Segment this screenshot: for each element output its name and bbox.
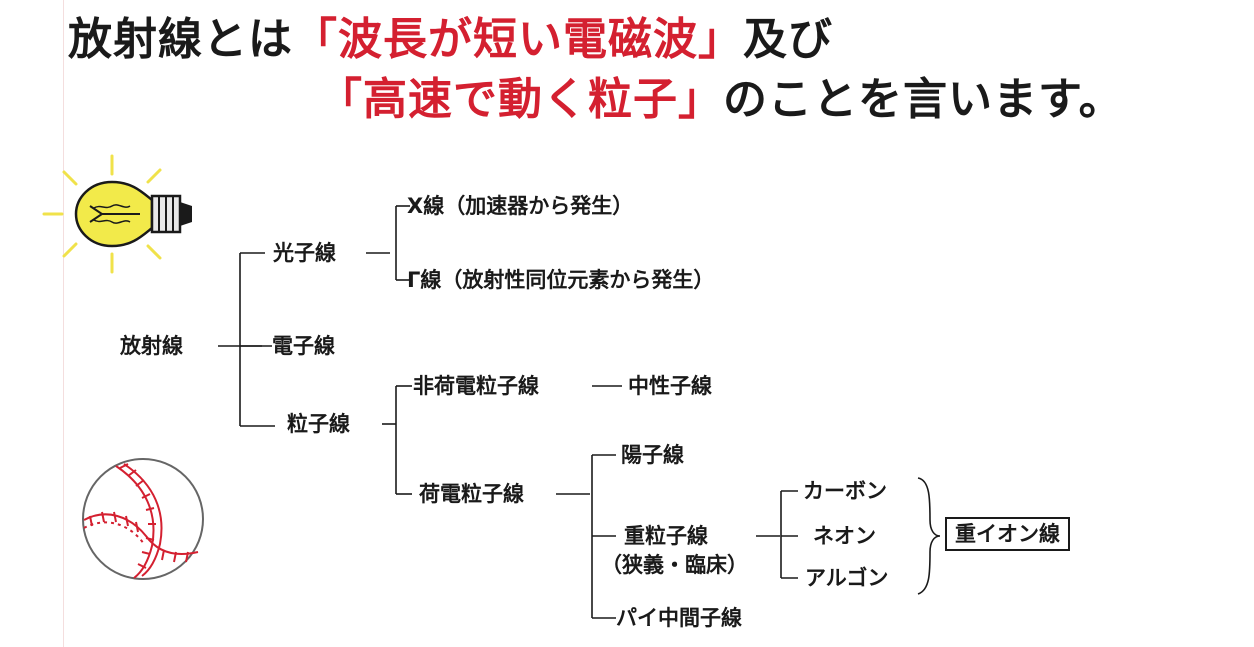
title-line-1: 放射線とは「波長が短い電磁波」及び <box>68 10 833 70</box>
node-root: 放射線 <box>120 334 183 358</box>
node-photon: 光子線 <box>273 241 336 265</box>
node-carbon: カーボン <box>803 479 887 503</box>
title-line-2: 「高速で動く粒子」のことを言います。 <box>318 70 1124 130</box>
title-highlight-em-wave: 「波長が短い電磁波」 <box>293 14 743 65</box>
title-text-ending: のことを言います。 <box>723 74 1124 125</box>
node-xray-note: （加速器から発生） <box>444 194 634 218</box>
page-margin-line <box>63 0 64 647</box>
node-electron: 電子線 <box>272 334 335 358</box>
node-gamma-note: （放射性同位元素から発生） <box>441 268 715 292</box>
title-text: 放射線とは <box>68 14 293 65</box>
node-neon: ネオン <box>813 524 876 548</box>
node-xray-label: X線 <box>407 194 445 218</box>
node-gamma-label: Γ線 <box>407 268 442 292</box>
node-charged: 荷電粒子線 <box>419 482 524 506</box>
baseball-icon <box>82 458 204 580</box>
node-gamma: Γ線（放射性同位元素から発生） <box>407 267 714 293</box>
node-particle: 粒子線 <box>287 412 350 436</box>
title-highlight-particle: 「高速で動く粒子」 <box>318 74 723 125</box>
node-xray: X線（加速器から発生） <box>407 193 633 219</box>
node-heavy-note: （狭義・臨床） <box>601 553 748 577</box>
node-uncharged: 非荷電粒子線 <box>413 374 539 398</box>
node-heavy-ion: 重イオン線 <box>945 517 1070 551</box>
light-bulb-icon <box>42 154 192 274</box>
node-pion: パイ中間子線 <box>616 606 742 630</box>
node-argon: アルゴン <box>805 566 889 590</box>
node-heavy: 重粒子線 <box>624 524 708 548</box>
node-proton: 陽子線 <box>621 443 684 467</box>
node-neutron: 中性子線 <box>628 374 712 398</box>
title-text-and: 及び <box>743 14 833 65</box>
ion-brace <box>917 477 941 595</box>
